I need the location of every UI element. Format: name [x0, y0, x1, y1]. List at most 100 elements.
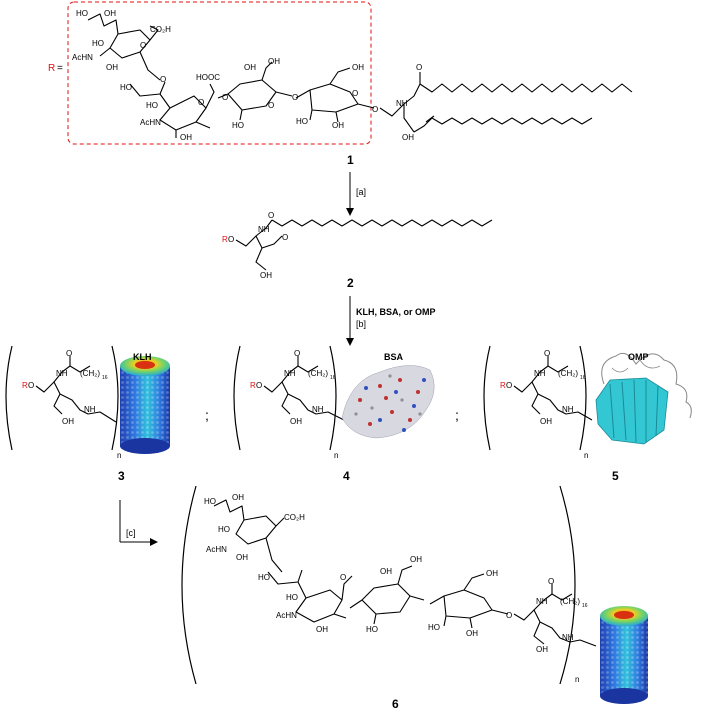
svg-text:NH: NH — [284, 369, 296, 378]
svg-text:O: O — [506, 381, 512, 390]
svg-text:16: 16 — [582, 603, 588, 609]
condition-b-main: KLH, BSA, or OMP — [356, 307, 436, 317]
svg-text:O: O — [256, 381, 262, 390]
svg-text:O: O — [372, 105, 378, 114]
svg-text:HOOC: HOOC — [196, 73, 220, 82]
svg-text:HO: HO — [146, 101, 158, 110]
svg-text:O: O — [292, 93, 298, 102]
svg-text:OH: OH — [536, 645, 548, 654]
svg-text:AcHN: AcHN — [206, 545, 227, 554]
svg-text:NH: NH — [312, 405, 324, 414]
compound-6-structure: n HO OH HO AcHN OH CO₂H HO HO AcHN OH O … — [181, 485, 648, 711]
separator-2: ; — [455, 407, 459, 423]
compound-4-bsa-conjugate: n R O NH O (CH₂) 16 OH NH — [233, 345, 435, 483]
compound-1-number: 1 — [347, 153, 354, 167]
svg-text:OH: OH — [466, 629, 478, 638]
omp-protein-image — [595, 352, 692, 445]
svg-text:OH: OH — [62, 417, 74, 426]
svg-text:OH: OH — [260, 271, 272, 280]
r-label: R — [48, 63, 55, 74]
svg-text:OH: OH — [316, 625, 328, 634]
svg-text:NH: NH — [536, 597, 548, 606]
svg-text:OH: OH — [380, 567, 392, 576]
sialic-acid-top: HO OH HO AcHN OH CO₂H O — [72, 9, 171, 81]
svg-text:AcHN: AcHN — [276, 611, 297, 620]
svg-text:NH: NH — [396, 99, 408, 108]
svg-text:O: O — [352, 89, 358, 98]
svg-text:O: O — [506, 611, 512, 620]
svg-text:NH: NH — [56, 369, 68, 378]
svg-text:OH: OH — [486, 569, 498, 578]
svg-text:R: R — [22, 381, 28, 390]
svg-text:NH: NH — [258, 225, 270, 234]
svg-text:16: 16 — [102, 375, 108, 381]
svg-text:HO: HO — [258, 573, 270, 582]
r-equals: = — [57, 63, 63, 74]
svg-text:CO₂H: CO₂H — [150, 25, 171, 34]
condition-c: [c] — [126, 528, 136, 538]
compound-1-structure: R = HO OH HO AcHN OH CO₂H O HO HO AcHN — [48, 1, 633, 167]
svg-text:O: O — [222, 93, 228, 102]
svg-text:HO: HO — [296, 117, 308, 126]
klh-protein-image-6 — [600, 606, 648, 704]
svg-text:(CH₂): (CH₂) — [558, 369, 578, 378]
svg-text:16: 16 — [330, 375, 336, 381]
svg-text:HO: HO — [92, 39, 104, 48]
svg-text:O: O — [268, 211, 274, 220]
step-a-arrow: [a] — [346, 172, 366, 216]
compound-2-number: 2 — [347, 276, 354, 290]
svg-text:16: 16 — [580, 375, 586, 381]
condition-b: [b] — [356, 319, 366, 329]
step-c-arrow: [c] — [119, 500, 158, 546]
compound-3-number: 3 — [118, 469, 125, 483]
svg-text:n: n — [117, 451, 121, 460]
svg-text:n: n — [584, 451, 588, 460]
galactose-ring: OH OH HO O O — [217, 57, 293, 130]
svg-text:NH: NH — [534, 369, 546, 378]
svg-text:n: n — [334, 451, 338, 460]
svg-text:O: O — [294, 349, 300, 358]
separator-1: ; — [205, 407, 209, 423]
compound-4-number: 4 — [343, 469, 350, 483]
svg-text:AcHN: AcHN — [72, 53, 93, 62]
glucose-ring: OH HO OH O O O — [292, 63, 378, 130]
svg-text:OH: OH — [180, 133, 192, 142]
svg-text:OH: OH — [236, 553, 248, 562]
bsa-label: BSA — [384, 352, 404, 362]
svg-text:O: O — [160, 75, 166, 84]
svg-text:OH: OH — [352, 63, 364, 72]
svg-text:HO: HO — [218, 525, 230, 534]
compound-2-structure: R O NH O O OH 2 — [222, 211, 493, 290]
svg-text:HO: HO — [76, 9, 88, 18]
svg-text:(CH₂): (CH₂) — [560, 597, 580, 606]
ceramide-chain: O NH OH — [379, 63, 633, 142]
svg-text:O: O — [282, 233, 288, 242]
svg-text:OH: OH — [332, 121, 344, 130]
svg-text:O: O — [416, 63, 422, 72]
svg-text:HO: HO — [286, 593, 298, 602]
svg-text:HO: HO — [428, 623, 440, 632]
svg-text:OH: OH — [402, 133, 414, 142]
compound-5-number: 5 — [612, 469, 619, 483]
svg-text:HO: HO — [120, 83, 132, 92]
svg-text:HO: HO — [204, 497, 216, 506]
svg-text:OH: OH — [290, 417, 302, 426]
svg-text:O: O — [66, 349, 72, 358]
svg-text:OH: OH — [106, 63, 118, 72]
svg-text:AcHN: AcHN — [140, 118, 161, 127]
svg-text:O: O — [544, 349, 550, 358]
svg-text:NH: NH — [562, 633, 574, 642]
omp-label: OMP — [628, 352, 649, 362]
svg-text:OH: OH — [540, 417, 552, 426]
r-group-box — [67, 1, 372, 145]
svg-text:O: O — [548, 577, 554, 586]
svg-text:R: R — [500, 381, 506, 390]
condition-a: [a] — [356, 187, 366, 197]
step-b-arrow: KLH, BSA, or OMP [b] — [346, 296, 436, 346]
compound-6-number: 6 — [392, 697, 399, 711]
svg-text:O: O — [198, 98, 204, 107]
svg-text:CO₂H: CO₂H — [284, 513, 305, 522]
sialic-acid-bottom: HO HO AcHN OH HOOC O O — [120, 73, 220, 142]
svg-text:NH: NH — [562, 405, 574, 414]
